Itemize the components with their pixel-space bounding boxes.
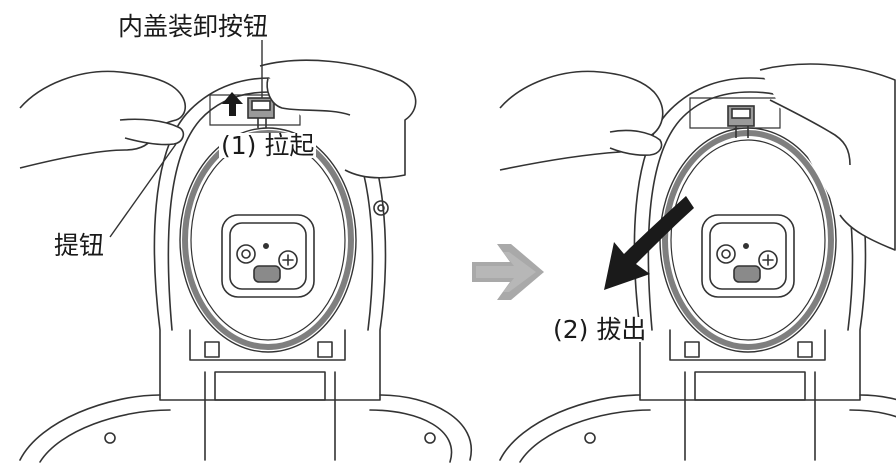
right-panel	[500, 63, 896, 462]
step2-label: (2) 拔出	[551, 315, 649, 344]
right-arrow-icon	[472, 244, 544, 300]
lid-release-button-label: 内盖装卸按钮	[118, 12, 269, 41]
curved-arrow-icon	[604, 196, 694, 290]
up-arrow-icon	[222, 92, 243, 116]
step1-label: (1) 拉起	[219, 131, 317, 160]
left-panel	[20, 40, 471, 462]
knob-label: 提钮	[54, 231, 105, 260]
